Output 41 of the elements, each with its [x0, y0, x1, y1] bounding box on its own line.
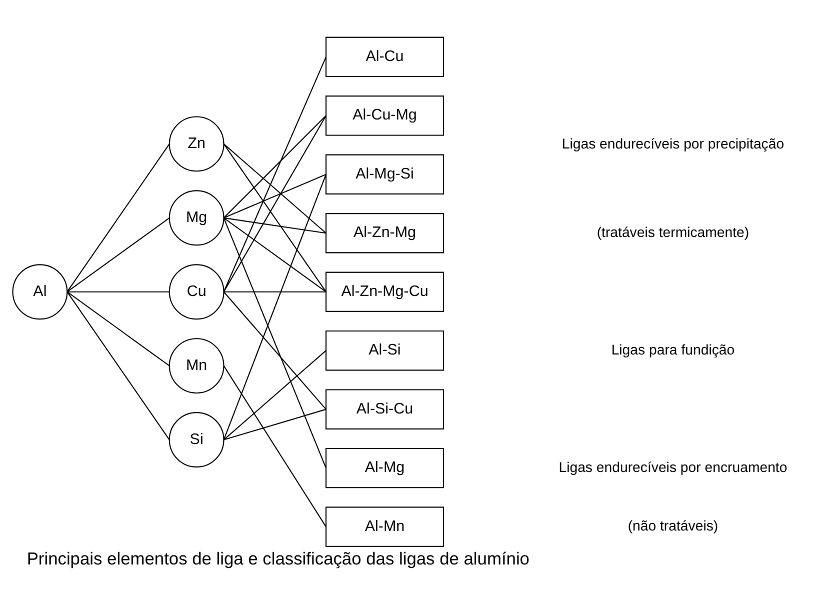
node-box: Al-Zn-Mg-Cu	[325, 272, 444, 312]
connector	[223, 115, 326, 292]
node-box: Al-Zn-Mg	[325, 213, 444, 254]
node-box: Al-Cu	[325, 36, 444, 78]
label: (tratáveis termicamente)	[596, 224, 750, 240]
connector	[66, 292, 170, 440]
node-circle: Mn	[168, 338, 224, 394]
caption: Principais elementos de liga e classificação das ligas de alumínio	[26, 548, 530, 569]
node-box: Al-Mg-Si	[325, 154, 444, 195]
connector	[223, 144, 326, 292]
node-box: Al-Cu-Mg	[325, 96, 444, 136]
node-box: Al-Mg	[325, 448, 444, 488]
node-box: Al-Si-Cu	[325, 389, 444, 430]
connector	[223, 56, 327, 292]
connector	[223, 218, 327, 468]
label: (não tratáveis)	[628, 517, 718, 534]
connector	[67, 291, 170, 292]
connector	[223, 217, 326, 292]
node-circle: Al	[12, 264, 68, 320]
node-circle: Mg	[168, 190, 224, 246]
connector	[223, 144, 326, 234]
connector	[223, 292, 326, 410]
connector	[66, 217, 170, 292]
node-circle: Si	[168, 412, 224, 468]
connector	[66, 144, 170, 292]
connector	[224, 174, 326, 218]
connector	[66, 291, 170, 366]
connector	[224, 217, 326, 234]
connector	[223, 174, 327, 440]
label: Ligas endurecíveis por encruamento	[558, 458, 788, 475]
connector	[224, 408, 326, 440]
connector	[223, 366, 326, 528]
label: Ligas para fundição	[611, 341, 735, 358]
connector	[223, 115, 326, 218]
node-circle: Zn	[168, 116, 224, 172]
label: Ligas endurecíveis por precipitação	[562, 136, 784, 152]
connector	[223, 350, 326, 440]
connector	[224, 291, 326, 292]
node-box: Al-Mn	[325, 506, 444, 547]
node-box: Al-Si	[325, 330, 444, 371]
node-circle: Cu	[168, 264, 224, 320]
